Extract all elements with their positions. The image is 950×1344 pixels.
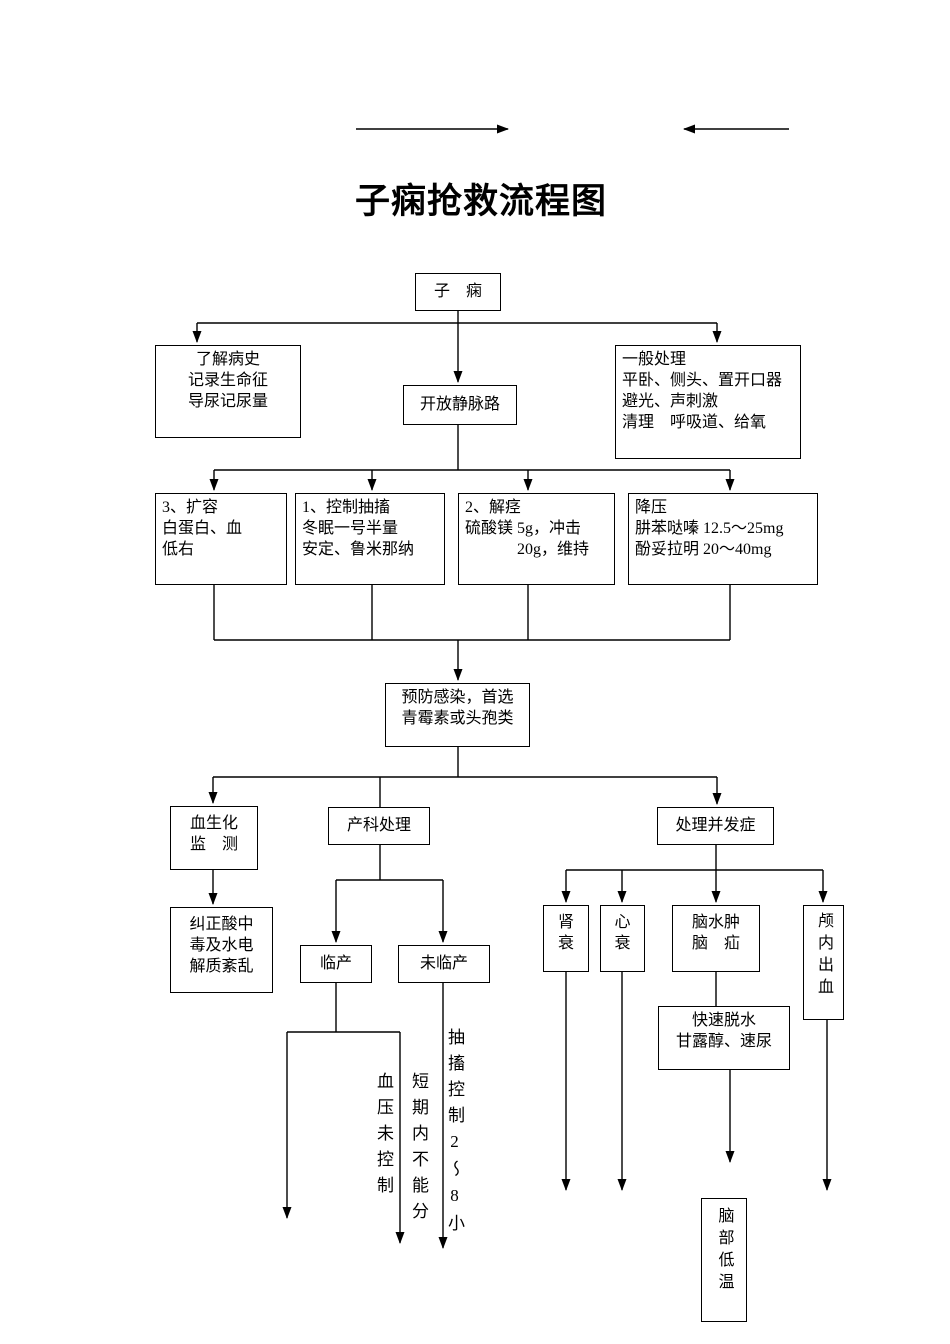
node-brain-edema-line: 脑水肿 <box>691 914 740 931</box>
node-history-line: 导尿记尿量 <box>187 393 268 410</box>
node-general-care: 一般处理 平卧、侧头、置开口器 避光、声刺激 清理 呼吸道、给氧 <box>615 345 801 459</box>
node-antispasmodic: 2、解痉 硫酸镁 5g，冲击 20g，维持 <box>458 493 615 585</box>
node-acidosis-line: 解质紊乱 <box>189 958 254 975</box>
node-volume-expansion-line: 白蛋白、血 <box>162 520 243 537</box>
node-kidney-failure: 肾 衰 <box>543 905 589 972</box>
node-open-vein: 开放静脉路 <box>403 385 517 425</box>
node-volume-expansion-line: 低右 <box>162 541 195 558</box>
node-brain-cooling: 脑部低温 <box>701 1198 747 1322</box>
edge-label-bp-uncontrolled: 血压未控制 <box>374 1072 393 1202</box>
page-title: 子痫抢救流程图 <box>355 182 608 221</box>
edge-label-convulsion-controlled: 抽搐控制2～8小 <box>445 1028 464 1240</box>
node-heart-failure: 心 衰 <box>600 905 645 972</box>
node-eclampsia: 子 痫 <box>415 273 501 311</box>
node-antispasmodic-line: 硫酸镁 5g，冲击 <box>465 520 582 537</box>
node-obstetric: 产科处理 <box>328 807 430 845</box>
node-history-line: 记录生命征 <box>187 372 268 389</box>
node-acidosis-line: 毒及水电 <box>189 937 254 954</box>
node-prevent-infection-line: 青霉素或头孢类 <box>401 710 514 727</box>
node-volume-expansion-line: 3、扩容 <box>162 499 219 516</box>
node-control-convulsion-line: 冬眠一号半量 <box>302 520 399 537</box>
node-control-convulsion: 1、控制抽搐 冬眠一号半量 安定、鲁米那纳 <box>295 493 445 585</box>
node-lower-bp-line: 酚妥拉明 20～40mg <box>635 541 772 558</box>
node-lower-bp-line: 肼苯哒嗪 12.5～25mg <box>635 520 784 537</box>
node-complications: 处理并发症 <box>657 807 774 845</box>
node-rapid-dehydration-line: 快速脱水 <box>691 1012 756 1029</box>
node-acidosis: 纠正酸中 毒及水电 解质紊乱 <box>170 907 273 993</box>
node-in-labor-label: 临产 <box>319 955 352 972</box>
node-open-vein-label: 开放静脉路 <box>419 396 500 413</box>
node-obstetric-label: 产科处理 <box>346 817 411 834</box>
node-brain-edema: 脑水肿 脑 疝 <box>672 905 760 972</box>
node-intracranial-bleed: 颅内出血 <box>803 905 844 1020</box>
node-blood-biochem: 血生化 监 测 <box>170 806 258 870</box>
node-antispasmodic-line: 2、解痉 <box>465 499 522 516</box>
node-brain-cooling-label: 脑部低温 <box>715 1207 733 1295</box>
node-general-care-line: 一般处理 <box>622 351 687 368</box>
node-blood-biochem-line: 监 测 <box>189 836 238 853</box>
node-heart-failure-line: 心 <box>614 914 631 931</box>
node-history-line: 了解病史 <box>195 351 260 368</box>
node-heart-failure-line: 衰 <box>614 935 631 952</box>
node-in-labor: 临产 <box>300 945 372 983</box>
node-history: 了解病史 记录生命征 导尿记尿量 <box>155 345 301 438</box>
node-rapid-dehydration: 快速脱水 甘露醇、速尿 <box>658 1006 790 1070</box>
node-control-convulsion-line: 安定、鲁米那纳 <box>302 541 415 558</box>
node-rapid-dehydration-line: 甘露醇、速尿 <box>675 1033 772 1050</box>
node-kidney-failure-line: 肾 <box>557 914 574 931</box>
node-control-convulsion-line: 1、控制抽搐 <box>302 499 391 516</box>
node-prevent-infection: 预防感染，首选 青霉素或头孢类 <box>385 683 530 747</box>
node-acidosis-line: 纠正酸中 <box>189 916 254 933</box>
node-eclampsia-label: 子 痫 <box>433 283 482 300</box>
node-complications-label: 处理并发症 <box>675 817 756 834</box>
node-general-care-line: 清理 呼吸道、给氧 <box>622 414 767 431</box>
node-general-care-line: 平卧、侧头、置开口器 <box>622 372 783 389</box>
node-volume-expansion: 3、扩容 白蛋白、血 低右 <box>155 493 287 585</box>
node-antispasmodic-line: 20g，维持 <box>517 541 590 558</box>
node-kidney-failure-line: 衰 <box>557 935 574 952</box>
edge-label-cannot-deliver-soon: 短期内不能分 <box>409 1072 428 1228</box>
node-not-in-labor: 未临产 <box>398 945 490 983</box>
node-general-care-line: 避光、声刺激 <box>622 393 719 410</box>
node-blood-biochem-line: 血生化 <box>189 815 238 832</box>
node-intracranial-bleed-label: 颅内出血 <box>815 912 832 1000</box>
node-prevent-infection-line: 预防感染，首选 <box>401 689 514 706</box>
node-lower-bp-line: 降压 <box>635 499 668 516</box>
node-lower-bp: 降压 肼苯哒嗪 12.5～25mg 酚妥拉明 20～40mg <box>628 493 818 585</box>
node-not-in-labor-label: 未临产 <box>419 955 468 972</box>
node-brain-edema-line: 脑 疝 <box>691 935 740 952</box>
